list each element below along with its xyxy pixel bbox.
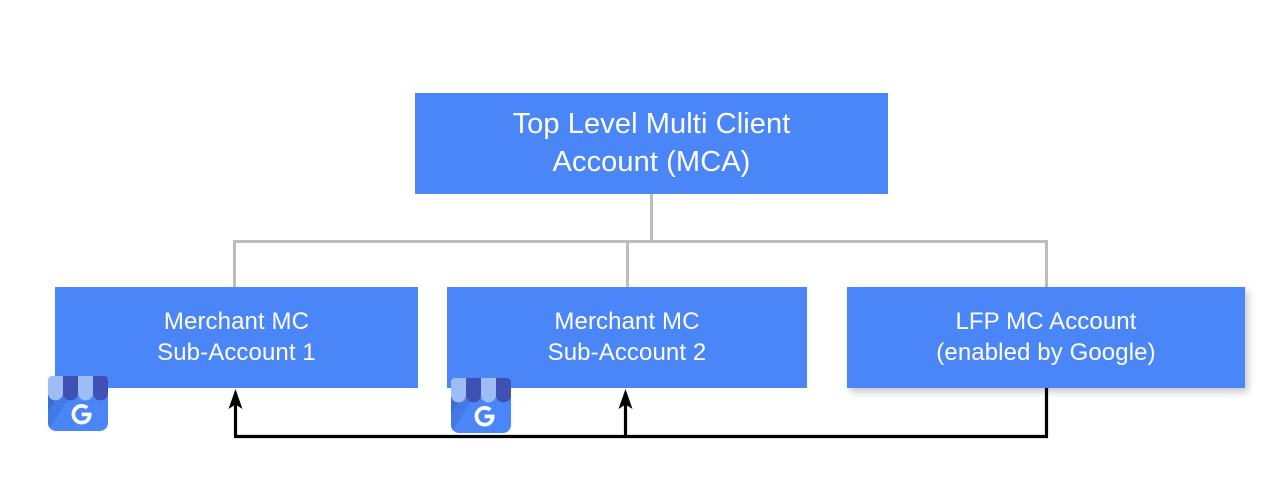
google-g-letter	[71, 404, 92, 425]
node-merchant-sub-account-1[interactable]: Merchant MC Sub-Account 1	[55, 287, 418, 388]
tree-connector-group	[233, 194, 1048, 288]
node-merchant-sub-account-2[interactable]: Merchant MC Sub-Account 2	[447, 287, 807, 388]
node-top-level-mca[interactable]: Top Level Multi Client Account (MCA)	[415, 93, 888, 194]
storefront-awning	[48, 376, 108, 401]
arrowhead-to-sub1-icon	[228, 389, 243, 409]
google-business-profile-icon	[451, 378, 511, 433]
feedback-arrowheads	[228, 389, 633, 409]
arrowhead-to-sub2-icon	[618, 389, 633, 409]
storefront-awning	[451, 378, 511, 403]
node-lfp-mc-account[interactable]: LFP MC Account (enabled by Google)	[847, 287, 1245, 388]
google-g-letter	[474, 406, 495, 427]
google-business-profile-icon	[48, 376, 108, 431]
feedback-connector-group	[233, 388, 1049, 439]
